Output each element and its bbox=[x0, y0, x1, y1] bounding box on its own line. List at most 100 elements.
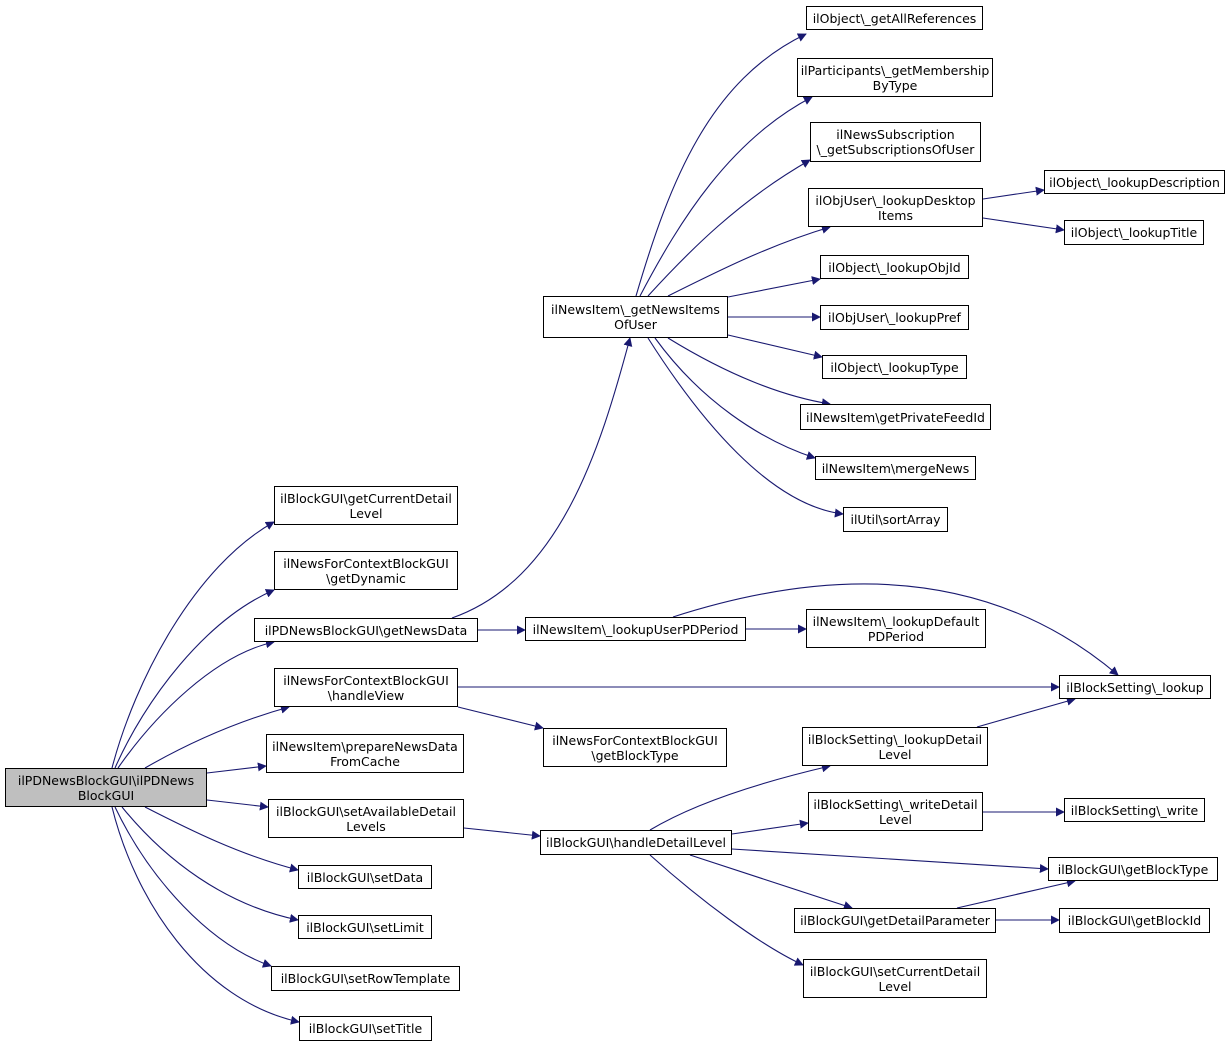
node-label-line: Level bbox=[878, 978, 912, 994]
node-label-line: ilNewsSubscription bbox=[836, 127, 955, 142]
node-setLimit[interactable]: ilBlockGUI\setLimit bbox=[298, 915, 432, 939]
node-getDynamic[interactable]: ilNewsForContextBlockGUI\getDynamic bbox=[274, 551, 458, 590]
node-label-line: ilUtil\sortArray bbox=[850, 512, 941, 527]
node-lookupPref[interactable]: ilObjUser\_lookupPref bbox=[820, 305, 969, 330]
node-lookupObjId[interactable]: ilObject\_lookupObjId bbox=[820, 255, 969, 279]
edge-getNewsItemsOfUser-to-getPrivateFeedId bbox=[667, 337, 831, 408]
node-getBlockTypeNews[interactable]: ilNewsForContextBlockGUI\getBlockType bbox=[543, 728, 727, 767]
edge-lookupDetailLevel-to-blockSettingLookup bbox=[976, 696, 1076, 728]
node-setRowTemplate[interactable]: ilBlockGUI\setRowTemplate bbox=[271, 966, 460, 991]
node-label-line: ilNewsItem\mergeNews bbox=[821, 460, 970, 476]
node-handleView[interactable]: ilNewsForContextBlockGUI\handleView bbox=[274, 668, 458, 707]
node-label-line: ilNewsItem\getPrivateFeedId bbox=[806, 409, 985, 425]
node-mergeNews[interactable]: ilNewsItem\mergeNews bbox=[815, 456, 976, 480]
edge-getNewsItemsOfUser-to-getMembershipByType bbox=[639, 96, 813, 297]
node-label-line: FromCache bbox=[330, 753, 400, 769]
edge-root-to-setTitle bbox=[111, 806, 300, 1025]
edge-getNewsItemsOfUser-to-lookupDesktopItems bbox=[667, 225, 831, 297]
node-label-line: ilObject\_getAllReferences bbox=[812, 10, 977, 26]
node-lookupTitle[interactable]: ilObject\_lookupTitle bbox=[1064, 220, 1204, 245]
edge-handleDetailLevel-to-getDetailParameter bbox=[689, 854, 853, 910]
edge-handleDetailLevel-to-writeDetailLevel bbox=[731, 819, 809, 835]
edge-handleDetailLevel-to-getBlockType bbox=[731, 848, 1049, 873]
node-getSubscriptionsOfUser[interactable]: ilNewsSubscription\_getSubscriptionsOfUs… bbox=[810, 122, 981, 162]
node-label-line: ilObject\_lookupObjId bbox=[828, 259, 961, 275]
node-lookupUserPDPeriod[interactable]: ilNewsItem\_lookupUserPDPeriod bbox=[525, 617, 746, 641]
node-label-line: Items bbox=[878, 207, 913, 223]
node-label-line: ilObject\_lookupType bbox=[830, 359, 959, 375]
node-label-line: ilBlockGUI\setLimit bbox=[306, 919, 424, 935]
node-label-line: ilPDNewsBlockGUI\getNewsData bbox=[264, 622, 468, 638]
edge-lookupDesktopItems-to-lookupDescription bbox=[982, 186, 1045, 200]
edge-getNewsItemsOfUser-to-lookupObjId bbox=[727, 276, 821, 298]
node-label-line: ilBlockGUI\getBlockType bbox=[1057, 861, 1209, 877]
node-label-line: ilNewsItem\_getNewsItems bbox=[551, 302, 720, 317]
edge-root-to-setAvailableDetailLevels bbox=[206, 799, 269, 811]
node-setData[interactable]: ilBlockGUI\setData bbox=[298, 865, 432, 889]
node-label-line: ilParticipants\_getMembership bbox=[800, 62, 990, 78]
edge-getDetailParameter-to-getBlockType bbox=[956, 878, 1076, 909]
edge-getNewsItemsOfUser-to-sortArray bbox=[647, 337, 844, 518]
node-label-line: ilBlockSetting\_lookupDetail bbox=[807, 731, 983, 747]
node-lookupType[interactable]: ilObject\_lookupType bbox=[822, 355, 967, 379]
node-getBlockId[interactable]: ilBlockGUI\getBlockId bbox=[1059, 908, 1210, 933]
node-label-line: ilObjUser\_lookupDesktop bbox=[815, 192, 976, 208]
node-label-line: ilBlockSetting\_writeDetail bbox=[813, 796, 978, 812]
node-blockSettingLookup[interactable]: ilBlockSetting\_lookup bbox=[1059, 675, 1211, 699]
node-label-line: ByType bbox=[872, 77, 918, 93]
edge-setAvailableDetailLevels-to-handleDetailLevel bbox=[463, 827, 541, 840]
node-label-line: \_getSubscriptionsOfUser bbox=[816, 142, 975, 157]
node-handleDetailLevel[interactable]: ilBlockGUI\handleDetailLevel bbox=[540, 830, 732, 855]
node-label-line: ilBlockGUI\setData bbox=[306, 869, 424, 885]
node-label-line: \handleView bbox=[327, 687, 405, 703]
node-label-line: ilBlockGUI\setTitle bbox=[308, 1021, 423, 1036]
edge-root-to-getDynamic bbox=[114, 589, 275, 769]
node-label-line: ilNewsForContextBlockGUI bbox=[283, 555, 449, 571]
node-label-line: ilObject\_lookupDescription bbox=[1049, 174, 1220, 190]
node-label-line: Level bbox=[349, 505, 383, 521]
node-label-line: ilBlockGUI\getBlockId bbox=[1067, 913, 1202, 928]
node-label-line: ilBlockSetting\_write bbox=[1070, 802, 1199, 818]
edge-root-to-setData bbox=[144, 806, 299, 873]
node-getPrivateFeedId[interactable]: ilNewsItem\getPrivateFeedId bbox=[800, 404, 991, 430]
edge-handleDetailLevel-to-setCurrentDetailLevel bbox=[649, 854, 804, 966]
node-label-line: ilObject\_lookupTitle bbox=[1070, 225, 1198, 240]
node-label-line: OfUser bbox=[614, 317, 657, 332]
node-setTitle[interactable]: ilBlockGUI\setTitle bbox=[299, 1016, 432, 1041]
node-getNewsData[interactable]: ilPDNewsBlockGUI\getNewsData bbox=[254, 618, 478, 642]
node-label-line: PDPeriod bbox=[867, 628, 925, 644]
node-label-line: ilBlockGUI\getDetailParameter bbox=[800, 913, 990, 928]
edge-getNewsItemsOfUser-to-mergeNews bbox=[654, 337, 816, 460]
edge-lookupUserPDPeriod-to-blockSettingLookup bbox=[672, 583, 1119, 676]
edge-getNewsItemsOfUser-to-getAllReferences bbox=[635, 33, 807, 297]
node-label-line: ilNewsItem\prepareNewsData bbox=[272, 738, 458, 754]
node-label-line: Level bbox=[878, 811, 912, 827]
node-getBlockType[interactable]: ilBlockGUI\getBlockType bbox=[1048, 857, 1218, 881]
edge-root-to-setRowTemplate bbox=[114, 806, 272, 968]
node-lookupDescription[interactable]: ilObject\_lookupDescription bbox=[1044, 170, 1225, 194]
edge-root-to-getNewsData bbox=[117, 639, 275, 769]
node-label-line: ilBlockGUI\handleDetailLevel bbox=[546, 835, 726, 850]
edge-lookupDesktopItems-to-lookupTitle bbox=[982, 217, 1065, 234]
node-label-line: BlockGUI bbox=[77, 787, 135, 803]
node-label-line: ilObjUser\_lookupPref bbox=[828, 310, 961, 325]
node-getAllReferences[interactable]: ilObject\_getAllReferences bbox=[806, 6, 983, 30]
node-sortArray[interactable]: ilUtil\sortArray bbox=[843, 507, 948, 532]
node-getDetailParameter[interactable]: ilBlockGUI\getDetailParameter bbox=[794, 908, 996, 933]
node-blockSettingWrite[interactable]: ilBlockSetting\_write bbox=[1064, 798, 1205, 822]
edge-root-to-getCurrentDetailLevel bbox=[111, 521, 275, 769]
node-label-line: ilNewsItem\_lookupUserPDPeriod bbox=[532, 621, 739, 637]
